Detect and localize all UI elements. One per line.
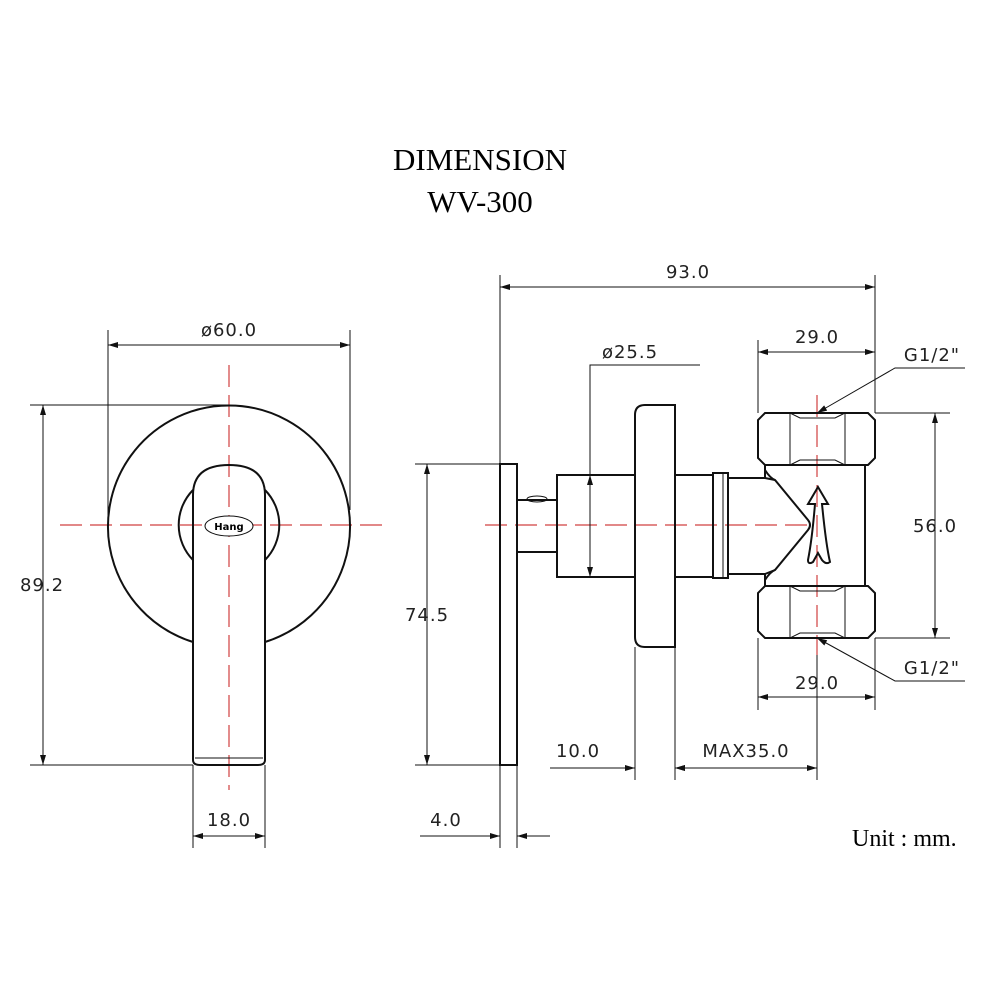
dim-nut-width-top: 29.0 [795, 327, 839, 348]
lever-handle [192, 463, 266, 766]
dim-max-wall-depth: MAX35.0 [702, 741, 789, 762]
thread-callout-top: G1/2" [904, 345, 960, 366]
dim-body-diameter: ø25.5 [602, 342, 658, 363]
bonnet [556, 474, 636, 578]
thread-callout-bottom: G1/2" [904, 658, 960, 679]
flow-arrow-icon [806, 485, 832, 565]
bottom-hex-nut [757, 585, 876, 639]
dim-nut-width-bottom: 29.0 [795, 673, 839, 694]
dim-overall-height: 89.2 [20, 575, 64, 596]
cover-plate-outline [107, 404, 351, 643]
dim-plate-diameter: ø60.0 [201, 320, 257, 341]
front-view: Hang ø60.0 89.2 18.0 [20, 320, 390, 848]
side-view: 93.0 ø25.5 74.5 4.0 10.0 MAX35.0 [405, 262, 965, 848]
brand-logo-text: Hang [214, 522, 243, 533]
top-hex-nut [757, 412, 876, 466]
flange [634, 404, 676, 648]
wall-plate [499, 463, 518, 766]
dim-plate-thickness: 4.0 [430, 810, 462, 831]
stem [516, 499, 558, 553]
grub-screw [526, 495, 548, 503]
dim-flange-offset: 10.0 [556, 741, 600, 762]
ring [712, 472, 729, 579]
sleeve [674, 474, 714, 578]
drawing-title: DIMENSION [393, 142, 567, 177]
body-neck [764, 469, 811, 581]
dim-handle-width: 18.0 [207, 810, 251, 831]
brand-logo [204, 515, 254, 537]
dim-overall-depth: 93.0 [666, 262, 710, 283]
tee-body [765, 464, 866, 587]
model-number: WV-300 [427, 184, 533, 219]
unit-label: Unit : mm. [852, 826, 957, 852]
dim-plate-height: 74.5 [405, 605, 449, 626]
dim-port-spacing: 56.0 [913, 516, 957, 537]
hub-outline [177, 489, 281, 561]
